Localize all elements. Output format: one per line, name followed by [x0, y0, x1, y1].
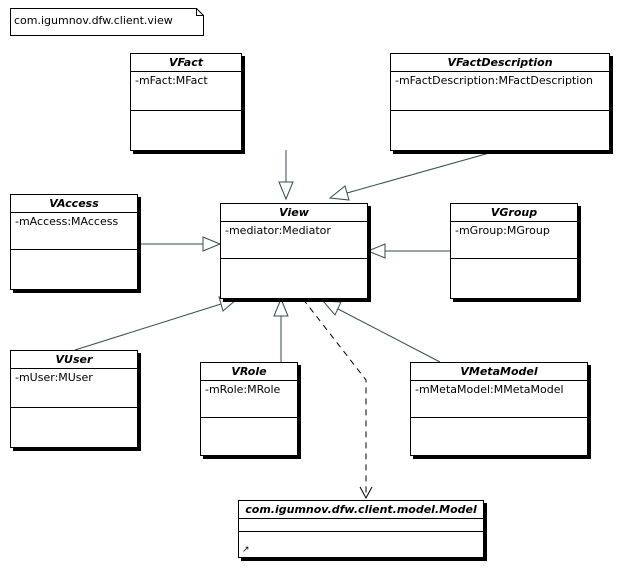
class-attributes: -mediator:Mediator [221, 222, 367, 259]
generalization-vuser-view [74, 296, 239, 351]
class-vfactdescription[interactable]: VFactDescription -mFactDescription:MFact… [390, 53, 610, 151]
class-vmetamodel[interactable]: VMetaModel -mMetaModel:MMetaModel [410, 362, 588, 456]
class-model[interactable]: com.igumnov.dfw.client.model.Model ↗ [238, 500, 484, 558]
generalization-vaccess-view [138, 236, 222, 252]
class-attributes: -mMetaModel:MMetaModel [411, 381, 587, 418]
class-name: VRole [201, 363, 297, 381]
class-name: VGroup [451, 204, 577, 222]
generalization-vfactdescription-view [328, 149, 501, 201]
class-operations: ↗ [239, 532, 483, 556]
package-label: com.igumnov.dfw.client.view [10, 8, 204, 36]
class-attributes [239, 519, 483, 532]
class-attributes: -mAccess:MAccess [11, 213, 137, 250]
class-name: VAccess [11, 195, 137, 213]
generalization-vmetamodel-view [321, 300, 441, 363]
class-attributes: -mRole:MRole [201, 381, 297, 418]
class-name: View [221, 204, 367, 222]
dependency-view-model [302, 298, 373, 500]
class-name: VMetaModel [411, 363, 587, 381]
class-attributes: -mFact:MFact [131, 72, 241, 111]
class-name: VUser [11, 351, 137, 369]
generalization-vgroup-view [366, 243, 450, 259]
class-attributes: -mGroup:MGroup [451, 222, 577, 259]
class-vfact[interactable]: VFact -mFact:MFact [130, 53, 242, 151]
class-view[interactable]: View -mediator:Mediator [220, 203, 368, 299]
class-name: VFact [131, 54, 241, 72]
shortcut-arrow-icon: ↗ [242, 545, 250, 555]
class-name: VFactDescription [391, 54, 609, 72]
class-vgroup[interactable]: VGroup -mGroup:MGroup [450, 203, 578, 299]
class-attributes: -mUser:MUser [11, 369, 137, 408]
class-attributes: -mFactDescription:MFactDescription [391, 72, 609, 111]
class-vaccess[interactable]: VAccess -mAccess:MAccess [10, 194, 138, 290]
note-shape [10, 8, 204, 36]
class-vuser[interactable]: VUser -mUser:MUser [10, 350, 138, 448]
class-name: com.igumnov.dfw.client.model.Model [239, 501, 483, 519]
class-vrole[interactable]: VRole -mRole:MRole [200, 362, 298, 456]
package-name: com.igumnov.dfw.client.view [14, 14, 173, 27]
generalization-vfact-view [278, 150, 294, 201]
generalization-vrole-view [273, 297, 289, 362]
